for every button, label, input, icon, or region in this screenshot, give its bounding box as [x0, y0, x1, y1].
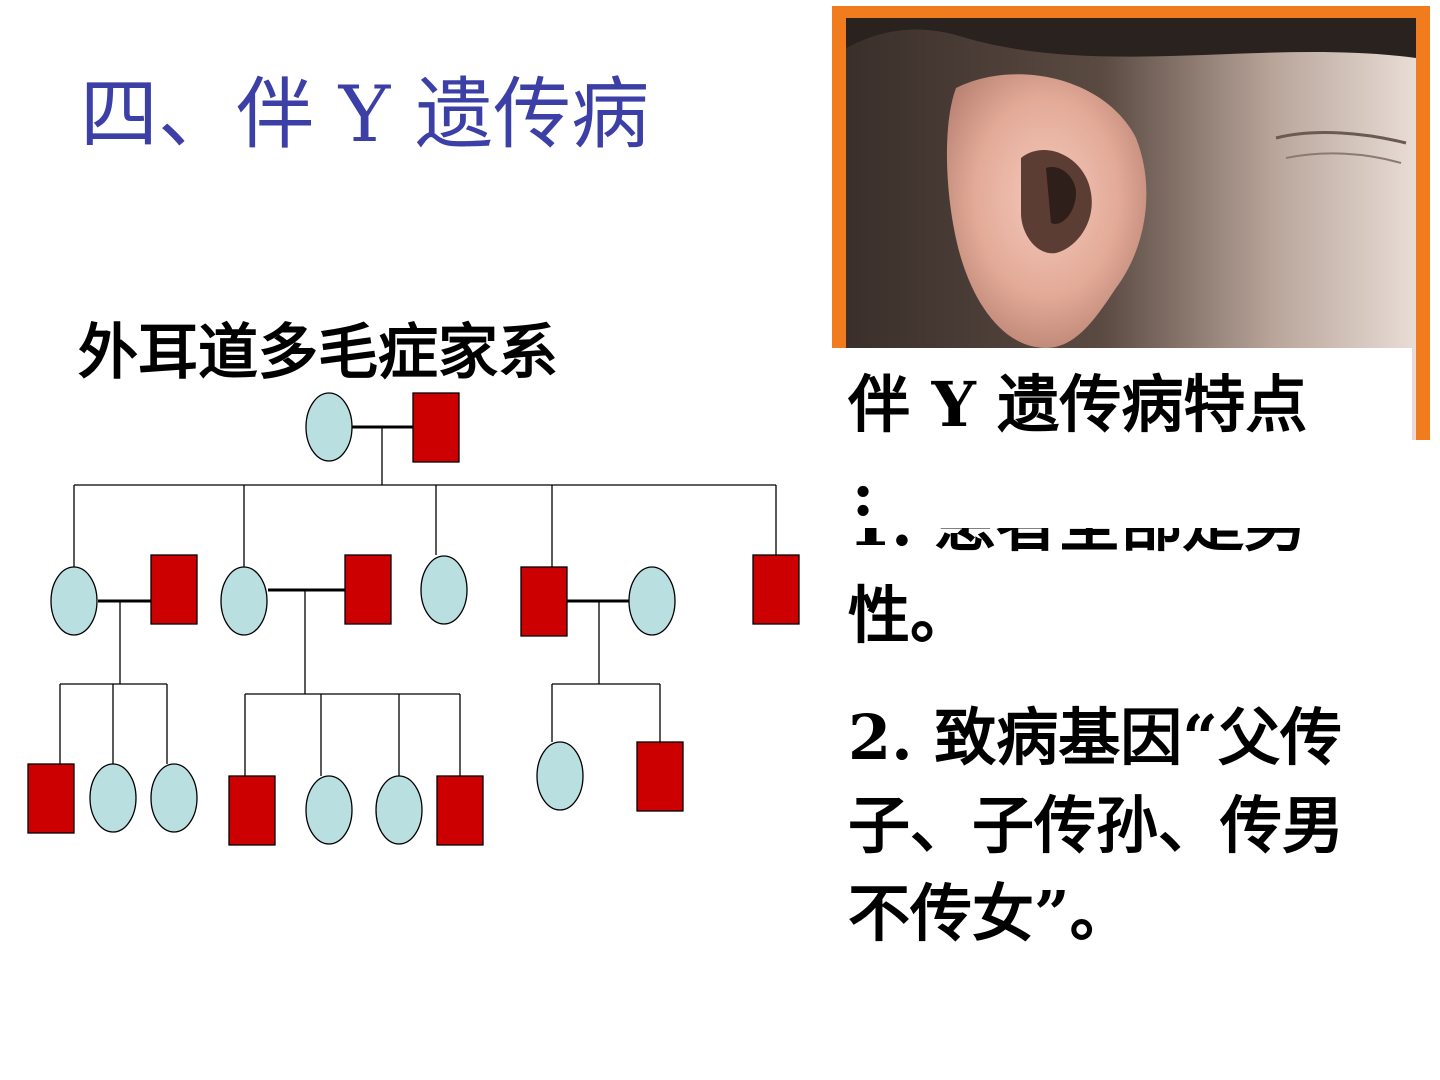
pedigree-title: 外耳道多毛症家系	[78, 318, 558, 388]
point1-line1: 1. 患者全部是男	[848, 528, 1306, 562]
affected-male	[344, 554, 392, 625]
female-individual	[305, 775, 353, 845]
features-heading: 伴 Y 遗传病特点	[848, 368, 1308, 441]
pedigree-chart	[27, 392, 800, 846]
point2-text: 2. 致病基因“父传子、子传孙、传男不传女”。	[848, 701, 1345, 950]
female-individual	[150, 763, 198, 833]
affected-male	[520, 566, 568, 637]
affected-male	[228, 775, 276, 846]
female-individual	[420, 555, 468, 625]
affected-male	[27, 763, 75, 834]
affected-male	[636, 741, 684, 812]
affected-male	[412, 392, 460, 463]
female-individual	[305, 392, 353, 462]
female-individual	[628, 566, 676, 636]
female-individual	[536, 741, 584, 811]
features-colon: :	[852, 460, 875, 530]
caption-background	[832, 348, 1412, 440]
affected-male	[436, 775, 484, 846]
female-individual	[50, 566, 98, 636]
female-individual	[89, 763, 137, 833]
female-individual	[220, 566, 268, 636]
point1-clipped: 1. 患者全部是男	[848, 528, 1388, 562]
point1-line2: 性。	[848, 579, 973, 652]
slide-title: 四、伴 Y 遗传病	[80, 70, 650, 160]
affected-male	[752, 554, 800, 625]
affected-male	[150, 554, 198, 625]
female-individual	[375, 775, 423, 845]
